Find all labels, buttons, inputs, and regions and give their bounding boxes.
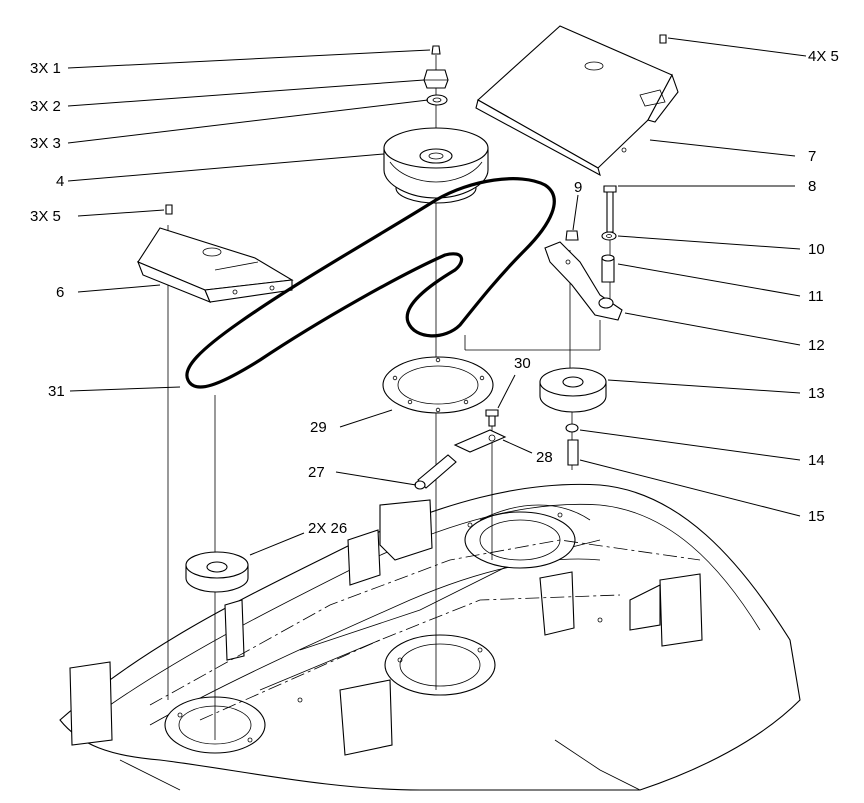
callout-13: 13: [808, 385, 825, 402]
part-3-washer: [426, 94, 448, 106]
callout-leader-lines: [67, 37, 807, 556]
part-7-right-belt-cover: [475, 25, 679, 177]
part-6-left-belt-cover: [137, 227, 294, 304]
part-14-washer: [565, 423, 579, 433]
callout-29: 29: [310, 419, 327, 436]
callout-11: 11: [808, 288, 824, 305]
callout-12: 12: [808, 337, 825, 354]
part-11-spacer: [601, 254, 615, 283]
part-13-idler-pulley: [539, 367, 607, 413]
callout-3x2: 3X 2: [30, 98, 61, 115]
callout-6: 6: [56, 284, 64, 301]
part-4-drive-pulley: [383, 127, 489, 204]
part-2-nut: [423, 69, 449, 89]
part-12-idler-arm: [544, 241, 623, 321]
callout-28: 28: [536, 449, 553, 466]
part-28-bracket: [453, 429, 507, 453]
callout-27: 27: [308, 464, 325, 481]
callout-7: 7: [808, 148, 816, 165]
part-5-screw-left: [165, 204, 173, 215]
callout-15: 15: [808, 508, 825, 525]
callout-3x3: 3X 3: [30, 135, 61, 152]
part-8-bolt: [603, 185, 617, 233]
callout-31: 31: [48, 383, 65, 400]
part-15-bolt: [567, 439, 579, 466]
part-26-spindle-pulley: [185, 551, 249, 593]
part-4x5-screw-right: [659, 34, 667, 44]
mower-deck-housing: [59, 483, 801, 791]
part-29-mounting-plate: [382, 356, 494, 414]
callout-9: 9: [574, 179, 582, 196]
part-27-pin: [414, 454, 457, 490]
callout-14: 14: [808, 452, 825, 469]
callout-labels: 3X 1 3X 2 3X 3 4 3X 5 6 31 4X 5 7 8 9 10…: [30, 48, 839, 537]
callout-3x5: 3X 5: [30, 208, 61, 225]
part-10-washer: [601, 231, 617, 241]
part-31-drive-belt: [185, 177, 556, 389]
callout-4: 4: [56, 173, 64, 190]
part-30-bolt: [485, 409, 499, 427]
callout-30: 30: [514, 355, 531, 372]
callout-10: 10: [808, 241, 825, 258]
callout-3x1: 3X 1: [30, 60, 61, 77]
part-1-screw: [431, 45, 441, 55]
callout-4x5: 4X 5: [808, 48, 839, 65]
callout-8: 8: [808, 178, 816, 195]
part-9-nut: [565, 230, 579, 241]
callout-2x26: 2X 26: [308, 520, 347, 537]
